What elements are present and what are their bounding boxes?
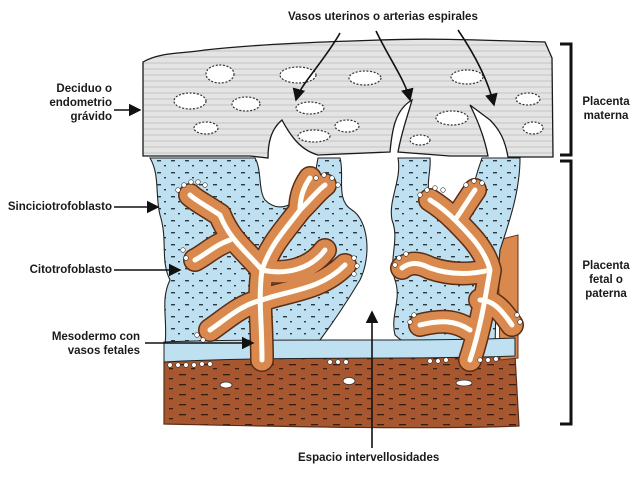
label-sinciciotrofoblasto: Sinciciotrofoblasto [7, 201, 112, 213]
brackets [560, 42, 573, 426]
label-espacio-intervellosidades: Espacio intervellosidades [298, 452, 440, 464]
vessel-arrows [292, 29, 498, 107]
label-placenta-materna: Placenta materna [582, 96, 630, 122]
label-mesodermo: Mesodermo con vasos fetales [51, 331, 140, 357]
label-deciduo: Deciduo o endometrio grávido [49, 83, 112, 123]
villus-left [178, 166, 357, 372]
chorion-vessels [219, 377, 473, 389]
decidua [142, 38, 554, 159]
decidual-glands [173, 64, 544, 146]
label-arrows [114, 103, 379, 448]
label-placenta-fetal: Placenta fetal o paterna [582, 260, 630, 300]
syncytio-nuclei [167, 172, 523, 368]
label-vasos-uterinos: Vasos uterinos o arterias espirales [288, 11, 478, 23]
label-citotrofoblasto: Citotrofoblasto [29, 264, 112, 276]
villus-right [390, 178, 524, 372]
